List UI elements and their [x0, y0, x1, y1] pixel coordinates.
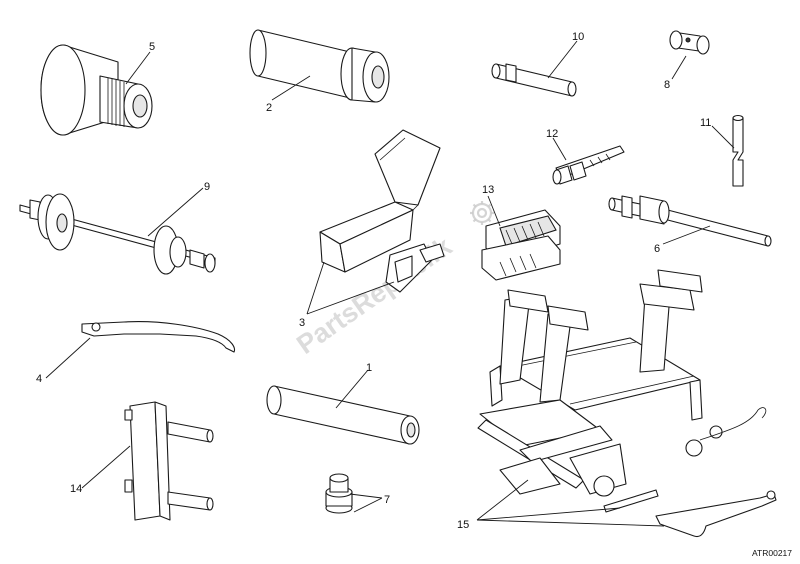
part-6-threaded-rod	[608, 195, 772, 247]
leader-lines	[45, 40, 735, 527]
part-13-knurled-sleeve	[481, 209, 561, 281]
part-11-split-pin	[732, 114, 744, 187]
callout-4: 4	[36, 373, 42, 385]
part-12-threaded-adapter	[552, 145, 625, 185]
part-5-bearing-driver	[40, 44, 153, 136]
callout-12: 12	[546, 128, 558, 140]
callout-10: 10	[572, 31, 584, 43]
callout-13: 13	[482, 184, 494, 196]
callout-3: 3	[299, 317, 305, 329]
reference-code: ATR00217	[752, 548, 792, 558]
callout-6: 6	[654, 243, 660, 255]
part-14-bracket	[124, 401, 214, 521]
callout-11: 11	[700, 117, 711, 129]
gear-icon	[470, 201, 494, 225]
part-3-toolbox	[319, 129, 445, 293]
callout-5: 5	[149, 41, 155, 53]
callout-7: 7	[384, 494, 390, 506]
callout-labels: 5 2 10 8 11 12 13 9 6 3 4 1 14 7 15	[36, 31, 711, 531]
part-2-driver-tube	[249, 29, 390, 103]
part-15-stand-assembly	[477, 269, 777, 538]
callout-15: 15	[457, 519, 469, 531]
callout-2: 2	[266, 102, 272, 114]
callout-8: 8	[664, 79, 670, 91]
part-4-hook-spanner	[81, 321, 236, 353]
part-7-plug	[325, 473, 353, 514]
callout-14: 14	[70, 483, 82, 495]
part-8-bush	[669, 30, 710, 55]
callout-1: 1	[366, 362, 372, 374]
part-1-bar	[266, 385, 420, 445]
callout-9: 9	[204, 181, 210, 193]
part-10-pin	[491, 63, 577, 97]
part-9-puller-shaft	[19, 193, 216, 275]
